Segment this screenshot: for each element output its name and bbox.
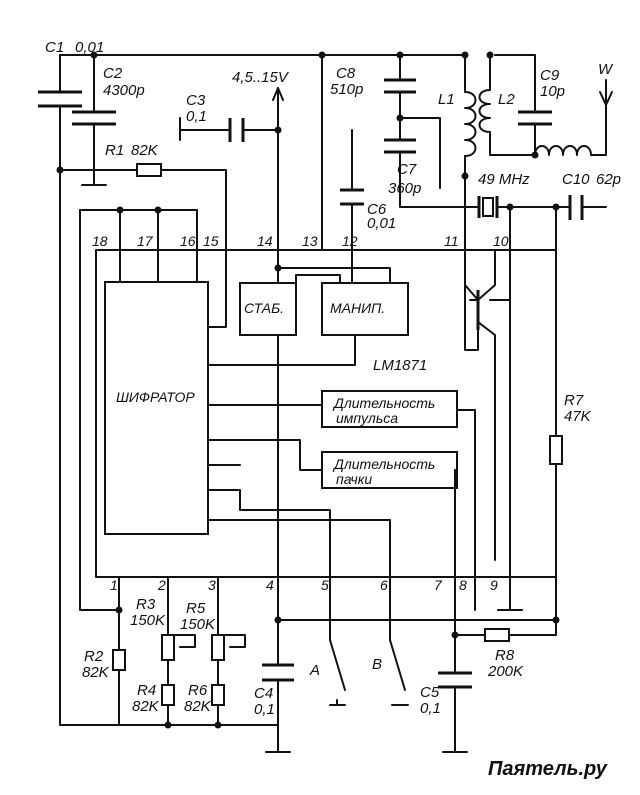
c8-ref: C8 — [336, 65, 356, 82]
pin-5: 5 — [321, 577, 329, 593]
pin-4: 4 — [266, 577, 274, 593]
c3-val: 0,1 — [186, 108, 207, 125]
r6-val: 82K — [184, 698, 212, 715]
encoder-block — [104, 281, 209, 535]
watermark: Паятель.ру — [488, 758, 608, 780]
pin-3: 3 — [208, 577, 216, 593]
manip-label: МАНИП. — [330, 300, 385, 316]
r3-ref: R3 — [136, 596, 156, 613]
c8-val: 510p — [330, 81, 363, 98]
c9-ref: C9 — [540, 67, 560, 84]
pin-13: 13 — [302, 233, 318, 249]
pin-12: 12 — [342, 233, 358, 249]
pin-15: 15 — [203, 233, 219, 249]
r5-ref: R5 — [186, 600, 206, 617]
encoder-label: ШИФРАТОР — [116, 389, 195, 405]
crystal-label: 49 MHz — [478, 171, 530, 188]
c10-val: 62p — [596, 171, 621, 188]
pin-7: 7 — [434, 577, 443, 593]
c6-val: 0,01 — [367, 215, 396, 232]
manip-block — [321, 282, 409, 336]
pulse-duration-line2: импульса — [336, 410, 398, 426]
burst-duration-line1: Длительность — [332, 456, 435, 472]
pin-2: 2 — [157, 577, 166, 593]
pin-10: 10 — [493, 233, 509, 249]
c1-ref: C1 — [45, 39, 64, 56]
pin-17: 17 — [137, 233, 154, 249]
c4-val: 0,1 — [254, 701, 275, 718]
c2-val: 4300p — [103, 82, 145, 99]
c7-ref: C7 — [397, 161, 417, 178]
pin-18: 18 — [92, 233, 108, 249]
r8-val: 200K — [487, 663, 524, 680]
r4-val: 82K — [132, 698, 160, 715]
c7-val: 360p — [388, 180, 421, 197]
r2-ref: R2 — [84, 648, 104, 665]
c5-ref: C5 — [420, 684, 440, 701]
r6-ref: R6 — [188, 682, 208, 699]
c6-ref: C6 — [367, 201, 387, 218]
r2-val: 82K — [82, 664, 110, 681]
stab-block — [239, 282, 297, 336]
pin-11: 11 — [444, 233, 459, 249]
chip-name: LM1871 — [373, 357, 427, 374]
stab-label: СТАБ. — [244, 300, 284, 316]
c10-ref: C10 — [562, 171, 590, 188]
pin-9: 9 — [490, 577, 498, 593]
antenna-label: W — [598, 61, 614, 78]
l1-ref: L1 — [438, 91, 455, 108]
r1-val: 82K — [131, 142, 159, 159]
pin-8: 8 — [459, 577, 467, 593]
switch-a-label: A — [309, 662, 320, 679]
pin-1: 1 — [110, 577, 118, 593]
c9-val: 10p — [540, 83, 565, 100]
c5-val: 0,1 — [420, 700, 441, 717]
r8-ref: R8 — [495, 647, 515, 664]
burst-duration-line2: пачки — [336, 471, 372, 487]
r5-val: 150K — [180, 616, 216, 633]
pin-14: 14 — [257, 233, 273, 249]
switch-b-label: B — [372, 656, 382, 673]
c4-ref: C4 — [254, 685, 273, 702]
pin-16: 16 — [180, 233, 196, 249]
r3-val: 150K — [130, 612, 166, 629]
r7-val: 47K — [564, 408, 592, 425]
r1-ref: R1 — [105, 142, 124, 159]
pin-6: 6 — [380, 577, 388, 593]
c2-ref: C2 — [103, 65, 123, 82]
c3-ref: C3 — [186, 92, 206, 109]
pulse-duration-line1: Длительность — [332, 395, 435, 411]
supply-label: 4,5..15V — [232, 69, 290, 86]
l2-ref: L2 — [498, 91, 515, 108]
r4-ref: R4 — [137, 682, 156, 699]
r7-ref: R7 — [564, 392, 584, 409]
c1-val: 0,01 — [75, 39, 104, 56]
